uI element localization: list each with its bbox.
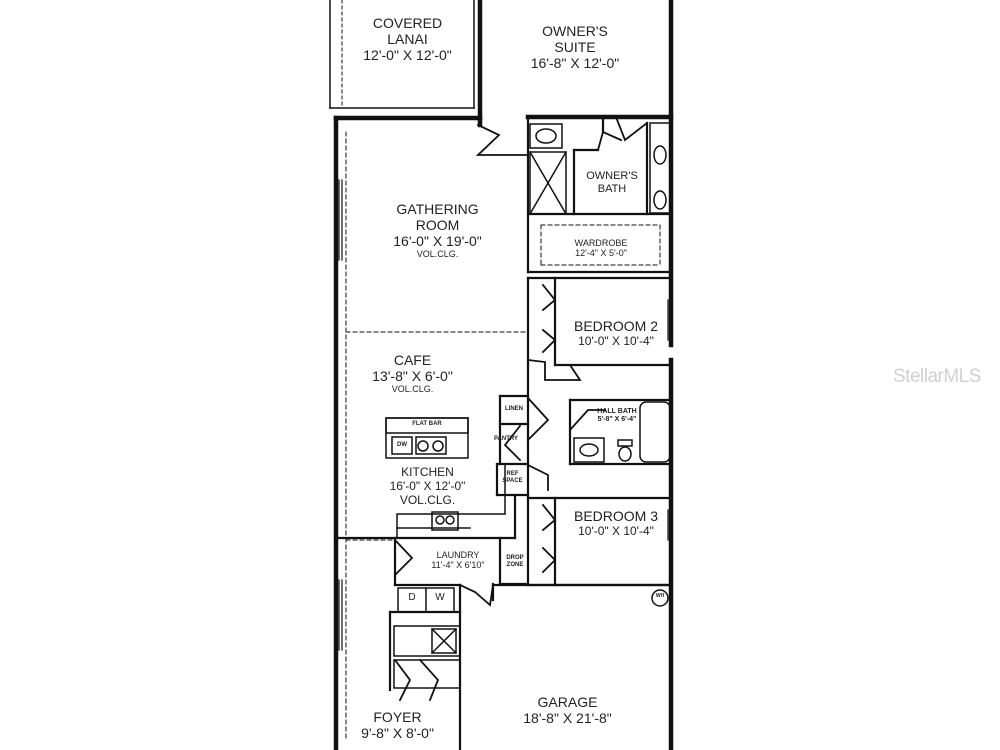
hall-bath-fixtures [573, 401, 671, 463]
dishwasher-label: DW [397, 442, 407, 448]
bedroom2-name: BEDROOM 2 [573, 318, 658, 334]
linen-closet-label: LINEN [505, 406, 523, 412]
cafe-label: CAFE 13'-8" X 6'-0" VOL.CLG. [355, 352, 470, 395]
flat-bar-label: FLAT BAR [412, 421, 442, 427]
garage-dims: 18'-8" X 21'-8" [523, 710, 612, 727]
watermark: StellarMLS [893, 366, 981, 387]
windows [338, 179, 669, 651]
bedroom3-dims: 10'-0" X 10'-4" [578, 523, 654, 538]
drop-zone-label: DROP ZONE [502, 555, 528, 569]
gathering-room-dims: 16'-0" X 19'-0" [393, 233, 482, 250]
owners-suite-name-line1: OWNER'S [542, 23, 608, 39]
owners-bath-label: OWNER'S BATH [576, 170, 648, 195]
drop-zone-line1: DROP [506, 555, 524, 561]
owners-suite-name-line2: SUITE [554, 39, 596, 56]
owners-suite-label: OWNER'S SUITE 16'-8" X 12'-0" [500, 23, 650, 71]
laundry-dims: 11'-4" X 6'10" [431, 560, 485, 571]
foyer-dims: 9'-8" X 8'-0" [361, 725, 434, 742]
hall-bath-label: HALL BATH 5'-8" X 6'-4" [588, 408, 646, 424]
laundry-name: LAUNDRY [436, 550, 480, 560]
water-heater-label: WH [655, 593, 665, 599]
laundry-appliances [393, 587, 461, 689]
washer-label: W [435, 592, 445, 603]
interior-walls [334, 115, 673, 750]
gathering-room-label: GATHERING ROOM 16'-0" X 19'-0" VOL.CLG. [370, 201, 505, 260]
cafe-ceiling-note: VOL.CLG. [391, 384, 434, 395]
gathering-room-name-line1: GATHERING [396, 201, 479, 217]
kitchen-counter [396, 463, 506, 539]
ref-space-line1: REF [506, 471, 519, 477]
gathering-room-name-line2: ROOM [415, 217, 460, 234]
drop-zone-line2: ZONE [506, 561, 524, 568]
hall-bath-name: HALL BATH [597, 408, 637, 415]
hall-bath-dims: 5'-8" X 6'-4" [597, 416, 637, 424]
exterior-walls [333, 0, 674, 750]
water-heater-symbol [651, 589, 669, 607]
laundry-label: LAUNDRY 11'-4" X 6'10" [420, 550, 496, 571]
kitchen-label: KITCHEN 16'-0" X 12'-0" VOL.CLG. [370, 465, 485, 507]
lanai-outline [329, 0, 475, 109]
cafe-dims: 13'-8" X 6'-0" [372, 368, 453, 385]
garage-name: GARAGE [537, 694, 598, 710]
garage-label: GARAGE 18'-8" X 21'-8" [505, 694, 630, 726]
dryer-label: D [408, 592, 416, 603]
kitchen-name: KITCHEN [401, 465, 454, 479]
bedroom2-dims: 10'-0" X 10'-4" [578, 333, 654, 348]
wardrobe-name: WARDROBE [574, 238, 628, 248]
covered-lanai-label: COVERED LANAI 12'-0" X 12'-0" [345, 15, 470, 63]
dashed-room-divisions [345, 131, 661, 741]
owners-suite-dims: 16'-8" X 12'-0" [530, 55, 620, 72]
wardrobe-dims: 12'-4" X 5'-0" [575, 248, 627, 259]
wardrobe-label: WARDROBE 12'-4" X 5'-0" [545, 238, 657, 259]
kitchen-ceiling-note: VOL.CLG. [399, 492, 456, 507]
owners-bath-name-line1: OWNER'S [586, 170, 638, 182]
ref-space-label: REF SPACE [498, 471, 527, 485]
kitchen-dims: 16'-0" X 12'-0" [389, 478, 466, 493]
owners-bath-name-line2: BATH [597, 182, 627, 195]
pantry-label: PANTRY [494, 436, 518, 442]
ref-space-line2: SPACE [502, 477, 523, 484]
bedroom3-label: BEDROOM 3 10'-0" X 10'-4" [560, 508, 672, 539]
owners-bath-fixtures [528, 122, 671, 216]
bedroom2-label: BEDROOM 2 10'-0" X 10'-4" [560, 318, 672, 349]
gathering-room-ceiling-note: VOL.CLG. [416, 249, 459, 260]
covered-lanai-name-line1: COVERED [372, 15, 443, 31]
foyer-name: FOYER [373, 709, 422, 725]
door-swings [393, 115, 649, 702]
covered-lanai-name-line2: LANAI [387, 31, 428, 48]
covered-lanai-dims: 12'-0" X 12'-0" [363, 47, 452, 64]
cafe-name: CAFE [393, 352, 432, 368]
bedroom3-name: BEDROOM 3 [573, 508, 658, 524]
kitchen-island [385, 417, 469, 459]
foyer-label: FOYER 9'-8" X 8'-0" [350, 709, 445, 741]
